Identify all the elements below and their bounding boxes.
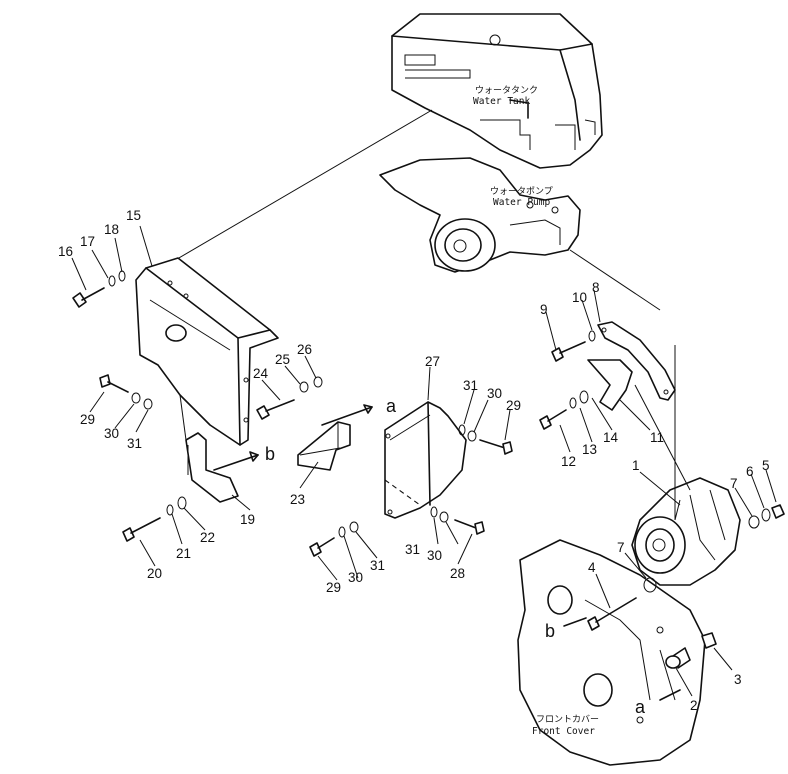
bracket-15-drawing: [135, 257, 279, 446]
water-pump-drawing: [379, 157, 581, 273]
part-number-31b: 31: [463, 378, 478, 393]
water-tank-drawing: [391, 13, 603, 169]
adjust-bar-8-drawing: [597, 321, 676, 401]
bracket-19-drawing: [185, 432, 239, 503]
front-cover-label-jp: フロントカバー: [536, 714, 599, 725]
part-number-7b: 7: [617, 540, 625, 555]
part-number-16: 16: [58, 244, 73, 259]
part-number-27: 27: [425, 354, 440, 369]
part-number-29a: 29: [80, 412, 95, 427]
ref-letter-a-top: a: [386, 396, 397, 416]
part-number-14: 14: [603, 430, 619, 445]
part-number-31d: 31: [405, 542, 420, 557]
part-number-10: 10: [572, 290, 587, 305]
water-pump-label-jp: ウォータポンプ: [490, 186, 553, 197]
part-number-28: 28: [450, 566, 465, 581]
ref-letter-a-bottom: a: [635, 697, 646, 717]
part-number-26: 26: [297, 342, 312, 357]
front-cover-drawing: [517, 539, 706, 766]
callout-labels: ウォータタンク Water Tank ウォータポンプ Water Pump フロ…: [58, 85, 770, 737]
part-number-30b: 30: [487, 386, 502, 401]
part-number-31c: 31: [370, 558, 385, 573]
part-number-22: 22: [200, 530, 215, 545]
cover-27-drawing: [384, 401, 467, 519]
part-number-11: 11: [650, 430, 664, 445]
part-number-5: 5: [762, 458, 770, 473]
part-number-6: 6: [746, 464, 754, 479]
part-number-31a: 31: [127, 436, 142, 451]
part-number-4: 4: [588, 560, 596, 575]
part-number-29c: 29: [326, 580, 341, 595]
part-number-25: 25: [275, 352, 290, 367]
part-number-13: 13: [582, 442, 597, 457]
part-number-7a: 7: [730, 476, 738, 491]
part-number-21: 21: [176, 546, 191, 561]
part-number-20: 20: [147, 566, 162, 581]
part-number-18: 18: [104, 222, 119, 237]
part-number-29b: 29: [506, 398, 521, 413]
alternator-drawing: [631, 477, 741, 586]
part-number-2: 2: [690, 698, 698, 713]
part-number-24: 24: [253, 366, 269, 381]
bracket-11-drawing: [587, 359, 633, 411]
part-number-3: 3: [734, 672, 742, 687]
part-number-9: 9: [540, 302, 548, 317]
part-number-19: 19: [240, 512, 255, 527]
part-number-23: 23: [290, 492, 305, 507]
bracket-23-drawing: [297, 421, 351, 471]
ref-letter-b-left: b: [265, 444, 275, 464]
part-number-30c: 30: [348, 570, 363, 585]
ref-letter-b-right: b: [545, 621, 555, 641]
water-pump-label-en: Water Pump: [493, 197, 550, 208]
water-tank-label-en: Water Tank: [473, 96, 530, 107]
water-tank-label-jp: ウォータタンク: [475, 85, 538, 96]
part-number-1: 1: [632, 458, 640, 473]
fasteners: [72, 270, 785, 669]
front-cover-label-en: Front Cover: [532, 726, 595, 737]
part-number-12: 12: [561, 454, 576, 469]
part-number-30d: 30: [427, 548, 442, 563]
part-number-30a: 30: [104, 426, 119, 441]
part-number-8: 8: [592, 280, 600, 295]
leader-lines: [71, 225, 777, 697]
part-number-17: 17: [80, 234, 95, 249]
part-number-15: 15: [126, 208, 141, 223]
